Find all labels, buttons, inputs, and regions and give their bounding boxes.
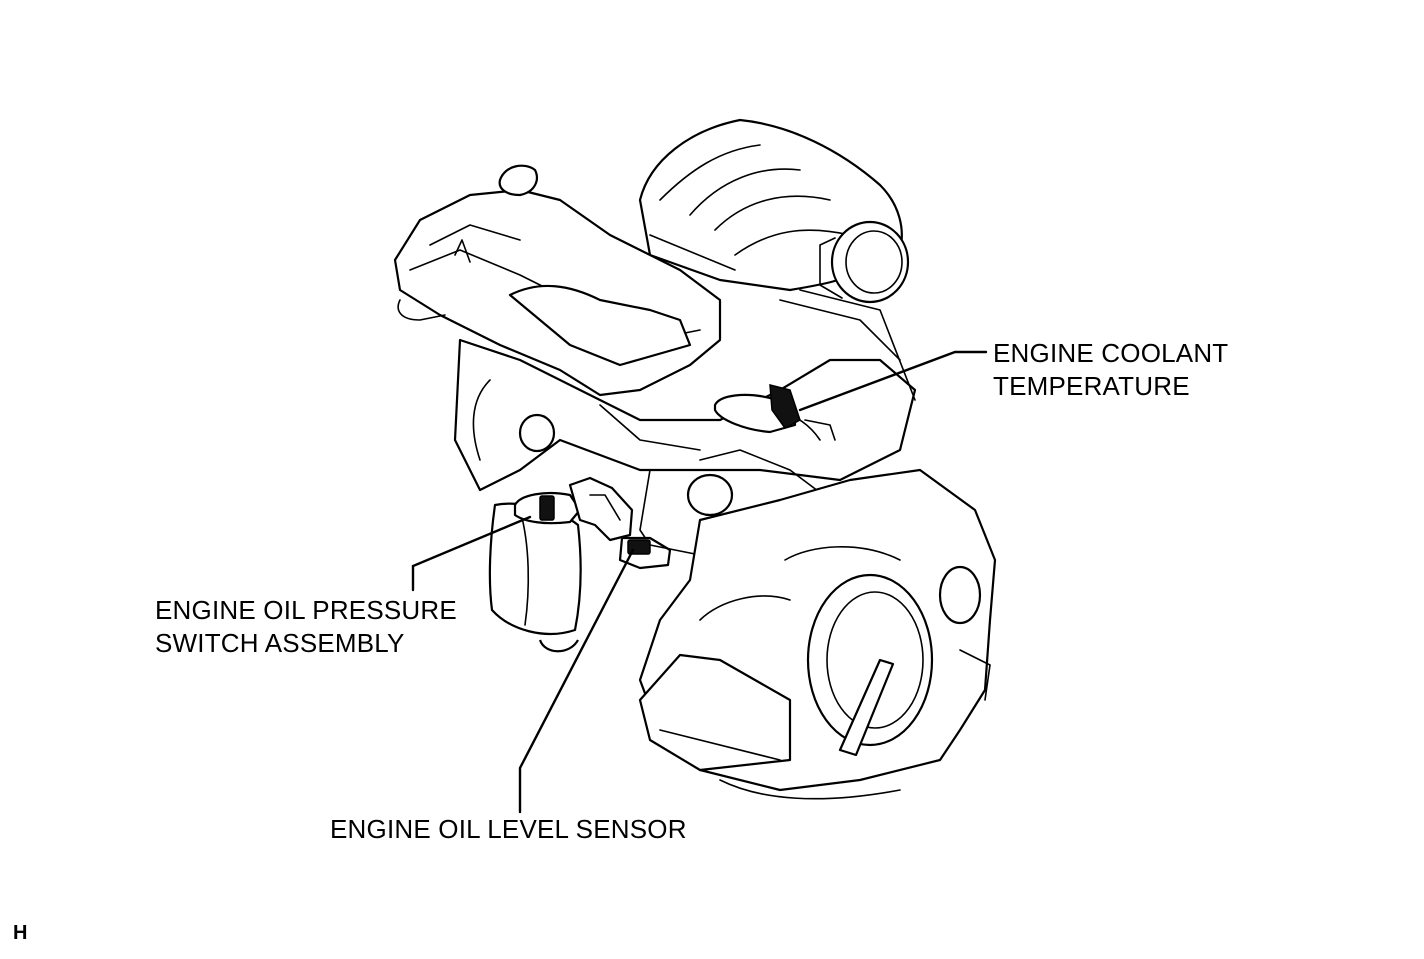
leader-coolant — [798, 350, 988, 412]
coolant-temp-sensor — [713, 384, 836, 441]
coolant-label-line1: ENGINE COOLANT — [993, 338, 1229, 368]
oil-level-label-line1: ENGINE OIL LEVEL SENSOR — [330, 814, 687, 844]
oil-level-sensor — [618, 536, 701, 570]
throttle-body — [819, 220, 910, 304]
oil-pressure-label-line1: ENGINE OIL PRESSURE — [155, 595, 457, 625]
oil-pressure-label-line2: SWITCH ASSEMBLY — [155, 628, 405, 658]
coolant-label-line2: TEMPERATURE — [993, 371, 1190, 401]
valve-cover — [393, 164, 722, 397]
figure-code: H — [13, 922, 28, 944]
oil-pressure-switch — [513, 476, 634, 542]
leader-oil-pressure — [411, 515, 532, 592]
transaxle — [638, 468, 997, 800]
engine-oil-pressure-switch-label: ENGINE OIL PRESSURE SWITCH ASSEMBLY — [155, 594, 457, 660]
oil-filter — [488, 502, 582, 653]
engine-oil-level-sensor-label: ENGINE OIL LEVEL SENSOR — [330, 813, 687, 846]
leader-oil-level — [518, 548, 635, 814]
engine-coolant-temperature-label: ENGINE COOLANT TEMPERATURE — [993, 337, 1228, 403]
leader-lines — [411, 350, 988, 814]
